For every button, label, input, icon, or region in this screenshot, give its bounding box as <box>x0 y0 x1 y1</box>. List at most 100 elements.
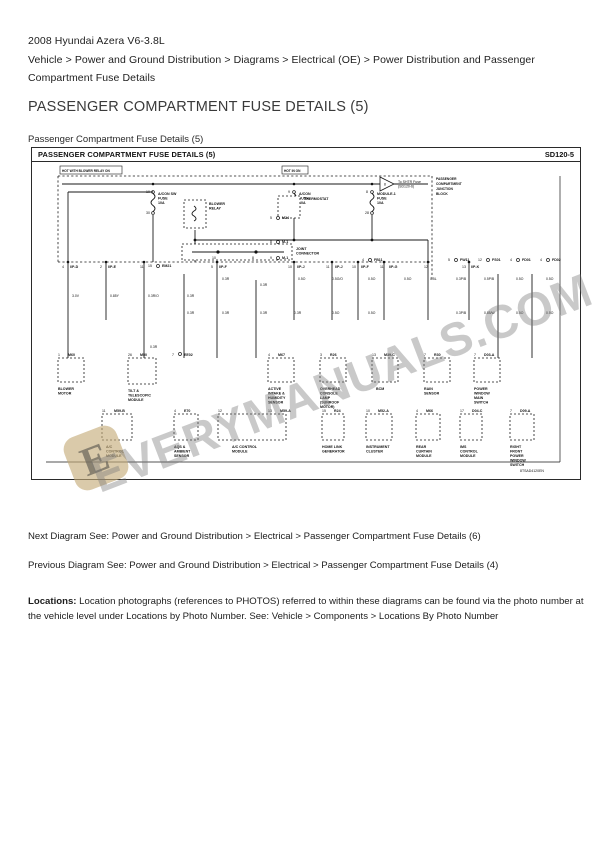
svg-text:5: 5 <box>211 265 213 269</box>
svg-text:FD01: FD01 <box>522 258 531 262</box>
svg-text:FUSE: FUSE <box>377 197 387 201</box>
svg-text:13: 13 <box>462 265 466 269</box>
svg-text:4: 4 <box>268 353 270 357</box>
svg-text:(SUNROOF: (SUNROOF <box>320 401 340 405</box>
svg-text:OVERHEAD: OVERHEAD <box>320 387 341 391</box>
svg-text:CONTROL: CONTROL <box>106 450 125 454</box>
svg-text:HOT IN ON: HOT IN ON <box>284 169 301 173</box>
breadcrumb: Vehicle > Power and Ground Distribution … <box>28 54 535 84</box>
svg-text:17: 17 <box>460 409 464 413</box>
svg-text:GENERATOR: GENERATOR <box>322 450 345 454</box>
svg-text:FS01: FS01 <box>492 258 501 262</box>
svg-text:JOINT: JOINT <box>296 247 307 251</box>
svg-text:12: 12 <box>218 409 222 413</box>
svg-text:A/CON: A/CON <box>299 192 311 196</box>
bus-label-hot-in-on: HOT IN ON <box>281 165 309 175</box>
svg-text:FD02: FD02 <box>552 258 561 262</box>
svg-text:BLOWER: BLOWER <box>209 202 225 206</box>
previous-diagram-link[interactable]: Previous Diagram See: Power and Ground D… <box>28 560 499 571</box>
svg-text:7: 7 <box>474 353 476 357</box>
svg-text:A/C: A/C <box>106 445 113 449</box>
svg-text:MODULE-1: MODULE-1 <box>377 192 396 196</box>
svg-text:0.3R: 0.3R <box>187 311 195 315</box>
blower-relay: BLOWER RELAY <box>183 199 225 229</box>
vehicle-title: 2008 Hyundai Azera V6-3.8L <box>28 35 165 47</box>
svg-text:SENSOR: SENSOR <box>268 401 284 405</box>
locations-note: Locations: Location photographs (referen… <box>28 594 584 624</box>
svg-text:AMBIENT: AMBIENT <box>174 450 191 454</box>
svg-text:(SD120-6): (SD120-6) <box>398 185 414 189</box>
svg-text:M59-A: M59-A <box>280 409 291 413</box>
next-diagram-link[interactable]: Next Diagram See: Power and Ground Distr… <box>28 531 481 542</box>
svg-text:CONNECTOR: CONNECTOR <box>296 252 319 256</box>
svg-text:M-1: M-1 <box>282 240 288 244</box>
svg-text:10: 10 <box>352 265 356 269</box>
svg-text:CURTAIN: CURTAIN <box>416 450 432 454</box>
svg-text:R24: R24 <box>334 409 341 413</box>
locations-label: Locations: <box>28 596 77 607</box>
svg-text:INTAKE &: INTAKE & <box>268 392 285 396</box>
svg-text:4: 4 <box>362 258 364 262</box>
svg-text:11: 11 <box>102 409 106 413</box>
svg-text:0.3R: 0.3R <box>260 311 268 315</box>
svg-text:MODULE: MODULE <box>416 454 432 458</box>
svg-text:AQS &: AQS & <box>174 445 186 449</box>
svg-text:I/P-F: I/P-F <box>361 265 370 269</box>
svg-text:REAR: REAR <box>416 445 427 449</box>
svg-text:8: 8 <box>366 190 368 194</box>
svg-text:RELAY: RELAY <box>209 207 221 211</box>
svg-text:I/P-G: I/P-G <box>389 265 398 269</box>
locations-text: Location photographs (references to PHOT… <box>28 596 584 622</box>
svg-text:RAIN: RAIN <box>424 387 433 391</box>
svg-text:10: 10 <box>366 409 370 413</box>
svg-text:M67: M67 <box>278 353 285 357</box>
svg-text:0.3R: 0.3R <box>150 345 158 349</box>
svg-text:WINDOW: WINDOW <box>474 392 490 396</box>
diagram-title: PASSENGER COMPARTMENT FUSE DETAILS (5) <box>38 150 216 159</box>
svg-text:ACTIVE: ACTIVE <box>268 387 282 391</box>
svg-text:8: 8 <box>384 183 386 187</box>
svg-text:0.85/W: 0.85/W <box>484 311 496 315</box>
svg-text:SENSOR: SENSOR <box>424 392 440 396</box>
component-ee02: 7 EE02 <box>172 352 193 357</box>
svg-text:FRONT: FRONT <box>510 450 523 454</box>
svg-text:BLOWER: BLOWER <box>58 387 74 391</box>
svg-text:11: 11 <box>326 265 330 269</box>
svg-text:CONSOLE: CONSOLE <box>320 392 338 396</box>
svg-text:7: 7 <box>172 353 174 357</box>
junction-block-label: PASSENGER COMPARTMENT JUNCTION BLOCK <box>436 177 462 196</box>
svg-text:I/P-E: I/P-E <box>108 265 117 269</box>
svg-text:BLOCK: BLOCK <box>436 192 448 196</box>
svg-text:M50: M50 <box>140 353 147 357</box>
diagram-canvas: .ln { stroke:#1a1a1a; stroke-width:0.9; … <box>32 162 582 480</box>
svg-text:M66: M66 <box>426 409 433 413</box>
svg-text:10: 10 <box>212 256 216 260</box>
svg-text:2: 2 <box>100 265 102 269</box>
svg-text:3.0V: 3.0V <box>72 294 80 298</box>
svg-text:0.3R: 0.3R <box>260 283 268 287</box>
svg-text:HOT WITH BLOWER RELAY ON: HOT WITH BLOWER RELAY ON <box>62 169 111 173</box>
svg-text:INSTRUMENT: INSTRUMENT <box>366 445 390 449</box>
svg-text:M39-C: M39-C <box>384 353 395 357</box>
svg-text:0.3R: 0.3R <box>222 311 230 315</box>
svg-text:0.5G/O: 0.5G/O <box>332 277 343 281</box>
svg-text:EM21: EM21 <box>162 264 171 268</box>
svg-text:FB11: FB11 <box>374 258 383 262</box>
svg-text:4: 4 <box>510 258 512 262</box>
diagram-schematic: .ln { stroke:#1a1a1a; stroke-width:0.9; … <box>46 165 561 473</box>
svg-text:M-1: M-1 <box>282 256 288 260</box>
svg-text:7: 7 <box>424 353 426 357</box>
bus-label-hot-blower: HOT WITH BLOWER RELAY ON <box>59 165 123 175</box>
svg-text:CLUSTER: CLUSTER <box>366 450 383 454</box>
diagram-id: SD120-5 <box>544 150 574 159</box>
